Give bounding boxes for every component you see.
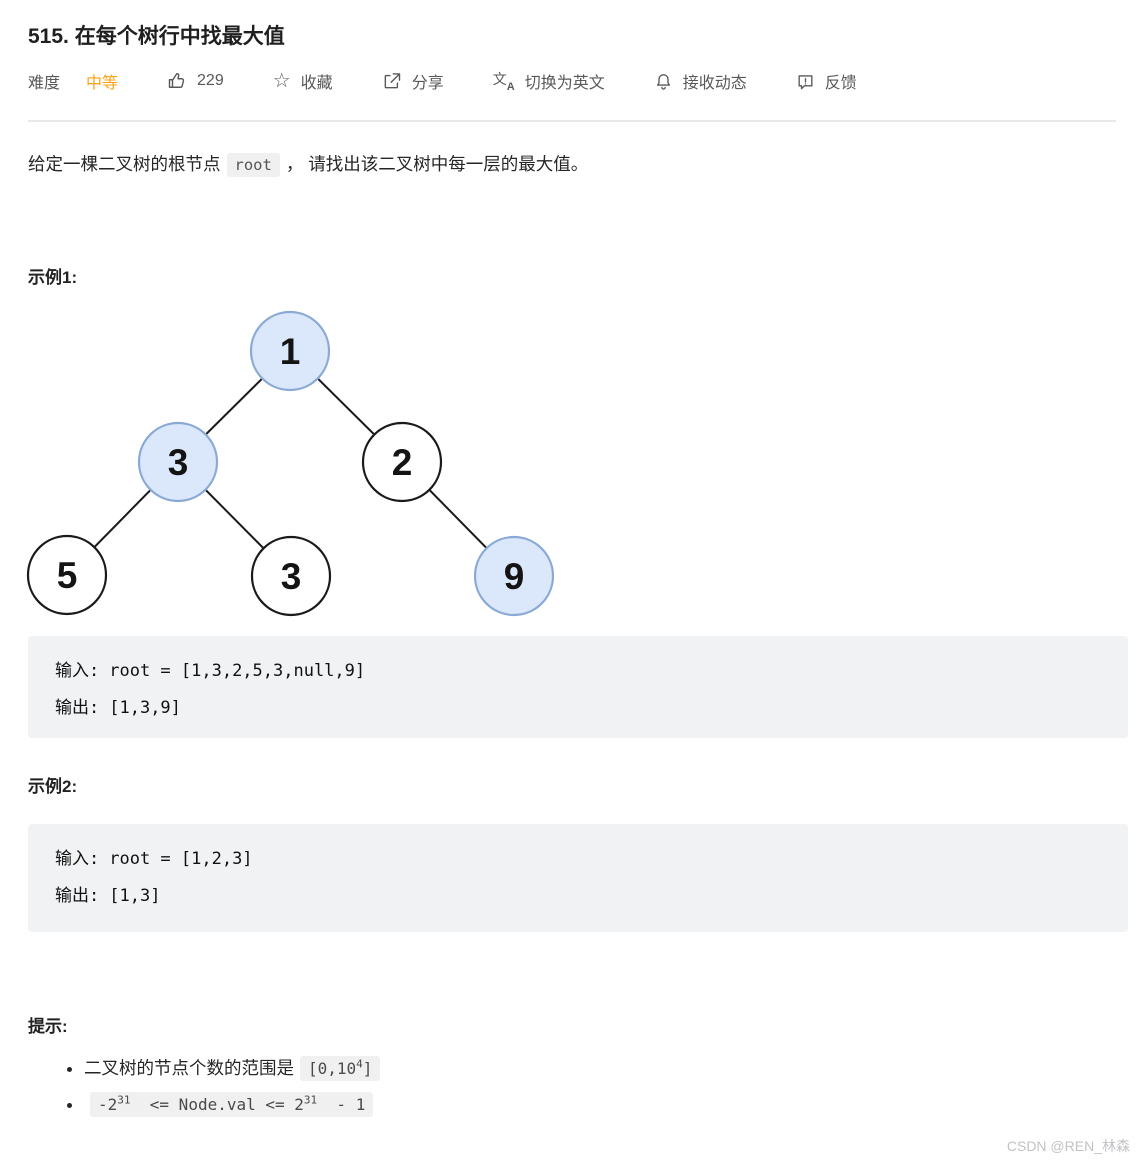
subscribe-label: 接收动态 (682, 75, 747, 92)
difficulty: 难度 中等 (28, 69, 118, 93)
hint1-text: 二叉树的节点个数的范围是 (84, 1058, 294, 1078)
tree-node-label: 1 (280, 331, 301, 372)
hint1-code-close: ] (362, 1059, 373, 1078)
example2-output-line: 输出: [1,3] (55, 878, 1128, 915)
hint-item-node-count: 二叉树的节点个数的范围是 [0,104] (84, 1055, 386, 1082)
like-count: 229 (197, 72, 224, 89)
hint1-code-open: [0,10 (308, 1059, 357, 1078)
tree-node-2 (361, 421, 443, 503)
hint1-code: [0,104] (300, 1056, 381, 1081)
tree-node-5 (26, 534, 108, 616)
tree-node-label: 3 (168, 442, 189, 483)
difficulty-badge: 中等 (86, 75, 119, 92)
tree-node-1-highlighted (249, 310, 331, 392)
tree-node-label: 5 (57, 555, 78, 596)
tree-node-9-highlighted (473, 535, 555, 617)
bell-icon (654, 72, 673, 91)
example1-heading: 示例1: (28, 268, 78, 287)
watermark: CSDN @REN_林森 (1006, 1138, 1130, 1154)
example2-input-value: root = [1,2,3] (109, 849, 253, 869)
subscribe-button[interactable]: 接收动态 (654, 69, 747, 93)
like-button[interactable]: 229 (167, 71, 224, 91)
hint2-s1: 31 (117, 1093, 131, 1107)
hint1-code-sup: 4 (356, 1057, 363, 1071)
share-label: 分享 (411, 75, 444, 92)
description-prefix: 给定一棵二叉树的根节点 (28, 154, 221, 174)
tree-node-label: 2 (392, 442, 413, 483)
hints-heading: 提示: (28, 1017, 68, 1036)
input-label: 输入: (55, 849, 100, 869)
example1-output-line: 输出: [1,3,9] (55, 690, 1128, 727)
tree-node-label: 9 (504, 556, 525, 597)
tree-node-label: 3 (281, 556, 302, 597)
page-title: 515. 在每个树行中找最大值 (28, 25, 285, 48)
favorite-label: 收藏 (300, 75, 333, 92)
example1-io-block: 输入: root = [1,3,2,5,3,null,9] 输出: [1,3,9] (28, 636, 1128, 738)
feedback-button[interactable]: 反馈 (796, 69, 857, 93)
output-label: 输出: (55, 698, 100, 718)
feedback-label: 反馈 (824, 75, 857, 92)
hint2-p2: <= Node.val <= 2 (130, 1095, 304, 1114)
feedback-icon (796, 72, 815, 91)
binary-tree-diagram: 1 3 2 5 3 9 (26, 310, 555, 617)
output-label: 输出: (55, 886, 100, 906)
example1-input-line: 输入: root = [1,3,2,5,3,null,9] (55, 653, 1128, 690)
example2-input-line: 输入: root = [1,2,3] (55, 841, 1128, 878)
divider (28, 120, 1116, 122)
share-icon (382, 71, 402, 91)
thumbs-up-icon (167, 71, 187, 91)
example1-output-value: [1,3,9] (109, 698, 181, 718)
example2-output-value: [1,3] (109, 886, 161, 906)
description-suffix: ， 请找出该二叉树中每一层的最大值。 (285, 154, 589, 174)
example2-io-block: 输入: root = [1,2,3] 输出: [1,3] (28, 824, 1128, 932)
root-code-span: root (226, 153, 280, 177)
difficulty-label: 难度 (28, 75, 61, 92)
favorite-button[interactable]: ☆ 收藏 (273, 69, 333, 93)
tree-node-3b (250, 535, 332, 617)
hint2-p3: - 1 (317, 1095, 366, 1114)
hint-item-value-range: -231 <= Node.val <= 231 - 1 (84, 1091, 386, 1118)
hint2-p1: -2 (98, 1095, 118, 1114)
example1-input-value: root = [1,3,2,5,3,null,9] (109, 661, 366, 681)
input-label: 输入: (55, 661, 100, 681)
hint2-s2: 31 (303, 1093, 318, 1107)
example2-heading: 示例2: (28, 777, 78, 796)
tree-node-3-highlighted (137, 421, 219, 503)
share-button[interactable]: 分享 (382, 69, 444, 93)
hint2-code: -231 <= Node.val <= 231 - 1 (90, 1092, 374, 1117)
star-icon: ☆ (272, 70, 291, 92)
hints-list: 二叉树的节点个数的范围是[0,104] -231 <= Node.val <= … (28, 1055, 386, 1127)
switch-language-label: 切换为英文 (524, 75, 605, 92)
